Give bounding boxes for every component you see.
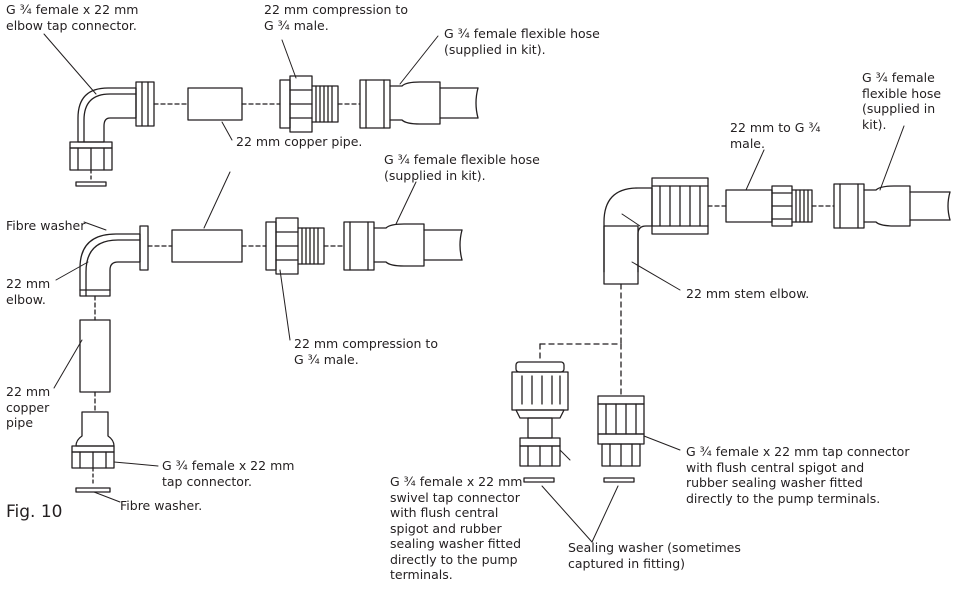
label-copper-pipe-vertical: 22 mm copper pipe — [6, 384, 51, 430]
copper-pipe-top-part — [187, 87, 243, 121]
copper-pipe-middle-part — [171, 229, 243, 263]
label-elbow-22: 22 mm elbow. — [6, 276, 51, 307]
label-hose-middle: G ¾ female flexible hose (supplied in ki… — [384, 152, 540, 183]
swivel-tap-connector-part — [511, 361, 569, 467]
copper-pipe-vertical-part — [79, 319, 111, 393]
label-sealing-washer: Sealing washer (sometimes captured in fi… — [568, 540, 741, 571]
label-male-right: 22 mm to G ¾ male. — [730, 120, 821, 151]
fibre-washer-bottom-part — [75, 467, 111, 493]
label-compression-mid: 22 mm compression to G ¾ male. — [294, 336, 438, 367]
tap-connector-left-part — [71, 411, 115, 469]
tap-connector-right-part — [597, 395, 645, 467]
label-elbow-tap-connector: G ¾ female x 22 mm elbow tap connector. — [6, 2, 139, 33]
label-compression-top: 22 mm compression to G ¾ male. — [264, 2, 408, 33]
leader-lines — [43, 33, 905, 543]
compression-fitting-top-part — [279, 75, 339, 133]
male-adapter-right-part — [725, 185, 813, 227]
label-copper-pipe: 22 mm copper pipe. — [236, 134, 363, 149]
label-hose-top: G ¾ female flexible hose (supplied in ki… — [444, 26, 600, 57]
fibre-washer-top-part — [75, 169, 107, 187]
label-fibre-washer-bottom: Fibre washer. — [120, 498, 203, 513]
label-fibre-washer-top: Fibre washer — [6, 218, 86, 233]
label-tap-connector-left: G ¾ female x 22 mm tap connector. — [162, 458, 295, 489]
figure-label: Fig. 10 — [6, 502, 63, 522]
label-hose-right: G ¾ female flexible hose (supplied in ki… — [862, 70, 942, 132]
elbow-22mm-part — [79, 225, 149, 297]
sealing-washer-left-part — [523, 477, 555, 483]
elbow-tap-connector-part — [69, 81, 155, 171]
compression-fitting-middle-part — [265, 217, 325, 275]
flexible-hose-middle-part — [343, 221, 463, 271]
label-stem-elbow: 22 mm stem elbow. — [686, 286, 810, 301]
label-tap-connector-right: G ¾ female x 22 mm tap connector with fl… — [686, 444, 910, 506]
stem-elbow-part — [603, 177, 709, 285]
label-swivel-connector: G ¾ female x 22 mm swivel tap connector … — [390, 474, 523, 582]
flexible-hose-top-part — [359, 79, 479, 129]
sealing-washer-right-part — [603, 477, 635, 483]
flexible-hose-right-part — [833, 183, 951, 229]
